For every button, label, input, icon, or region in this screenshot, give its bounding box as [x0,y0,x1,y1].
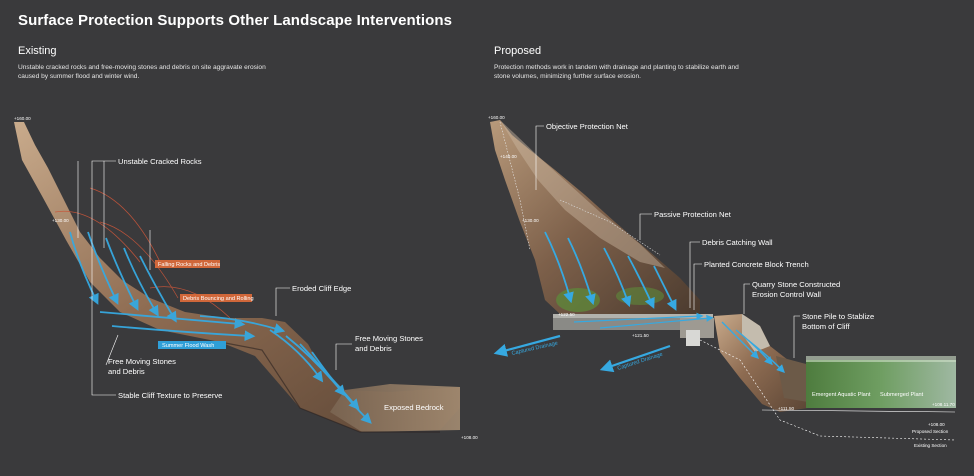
proposed-elev-bottom: +108.00 [928,422,945,427]
label-planted-trench: Planted Concrete Block Trench [704,260,809,269]
label-falling-rocks: Falling Rocks and Debris [158,262,220,268]
label-free-stones-right-2: and Debris [355,344,392,353]
captured-drainage-arrow [493,334,561,357]
proposed-heading: Proposed [494,45,542,57]
proposed-upper-cliff-light [500,120,665,268]
label-debris-bouncing: Debris Bouncing and Rolling [183,296,254,302]
existing-section-line [699,339,956,441]
objective-protection-net [499,121,531,251]
existing-section: +160.00 +130.00 +108.00 Unstable Cracked… [14,116,478,440]
captured-drainage-arrow [599,344,671,373]
label-summer-flood: Summer Flood Wash [162,343,214,349]
label-quarry-1: Quarry Stone Constructed [752,280,840,289]
falling-rock-arc [89,187,161,263]
existing-water-flow [69,231,372,424]
label-objective-net: Objective Protection Net [546,122,629,131]
proposed-elev-upper: +140.00 [500,154,517,159]
water-surface [806,356,956,362]
label-emergent-plant: Emergent Aquatic Plant [812,392,871,398]
existing-leaders [77,160,352,396]
proposed-section: Captured Drainage Captured Drainage +160… [488,115,956,448]
label-free-stones-right-1: Free Moving Stones [355,334,423,343]
label-free-stones-left-1: Free Moving Stones [108,357,176,366]
proposed-leaders [535,125,800,358]
label-stone-pile-1: Stone Pile to Stablize [802,312,874,321]
label-stone-pile-2: Bottom of Cliff [802,322,850,331]
existing-ground-shadow [219,341,440,433]
label-debris-wall: Debris Catching Wall [702,238,773,247]
existing-heading: Existing [18,45,57,57]
proposed-elev-mid: +130.00 [522,218,539,223]
summer-flood-tag [158,341,226,349]
debris-bouncing-tag [180,294,252,302]
slope-vegetation [556,288,600,312]
existing-description: Unstable cracked rocks and free-moving s… [18,64,266,80]
label-free-stones-left-2: and Debris [108,367,145,376]
proposed-elev-top: +160.00 [488,115,505,120]
label-submerged-plant: Submerged Plant [880,392,924,398]
existing-elev-mid: +130.00 [52,218,69,223]
falling-rock-arc [54,210,141,263]
label-eroded-edge: Eroded Cliff Edge [292,284,351,293]
existing-elev-bottom: +108.00 [461,435,478,440]
label-stable-texture: Stable Cliff Texture to Preserve [118,391,222,400]
proposed-elev-trench: +121.50 [632,333,649,338]
proposed-description: Protection methods work in tandem with d… [494,64,739,80]
label-unstable-rocks: Unstable Cracked Rocks [118,157,202,166]
proposed-cliff-mass [490,120,700,316]
label-quarry-2: Erosion Control Wall [752,290,821,299]
label-passive-net: Passive Protection Net [654,210,732,219]
label-exposed-bedrock: Exposed Bedrock [384,403,444,412]
trench-top [553,314,713,318]
aquatic-planting [806,360,956,408]
bouncing-debris-arc [149,286,231,319]
bouncing-debris-arc [99,221,179,299]
passive-protection-net [559,199,661,256]
page-title: Surface Protection Supports Other Landsc… [18,12,453,29]
label-existing-section: Existing Section [914,443,947,448]
proposed-elev-ledge: +122.50 [558,312,575,317]
quarry-stone-wall [742,314,770,352]
proposed-elev-water: +108.11.70 [932,402,955,407]
label-proposed-section: Proposed Section [912,429,949,434]
proposed-section-line [761,409,956,413]
existing-elev-top: +160.00 [14,116,31,121]
wall-footing [686,330,700,346]
proposed-water-flow [544,231,785,373]
falling-rocks-tag [155,260,220,268]
proposed-elev-pile: +111.50 [778,406,794,411]
